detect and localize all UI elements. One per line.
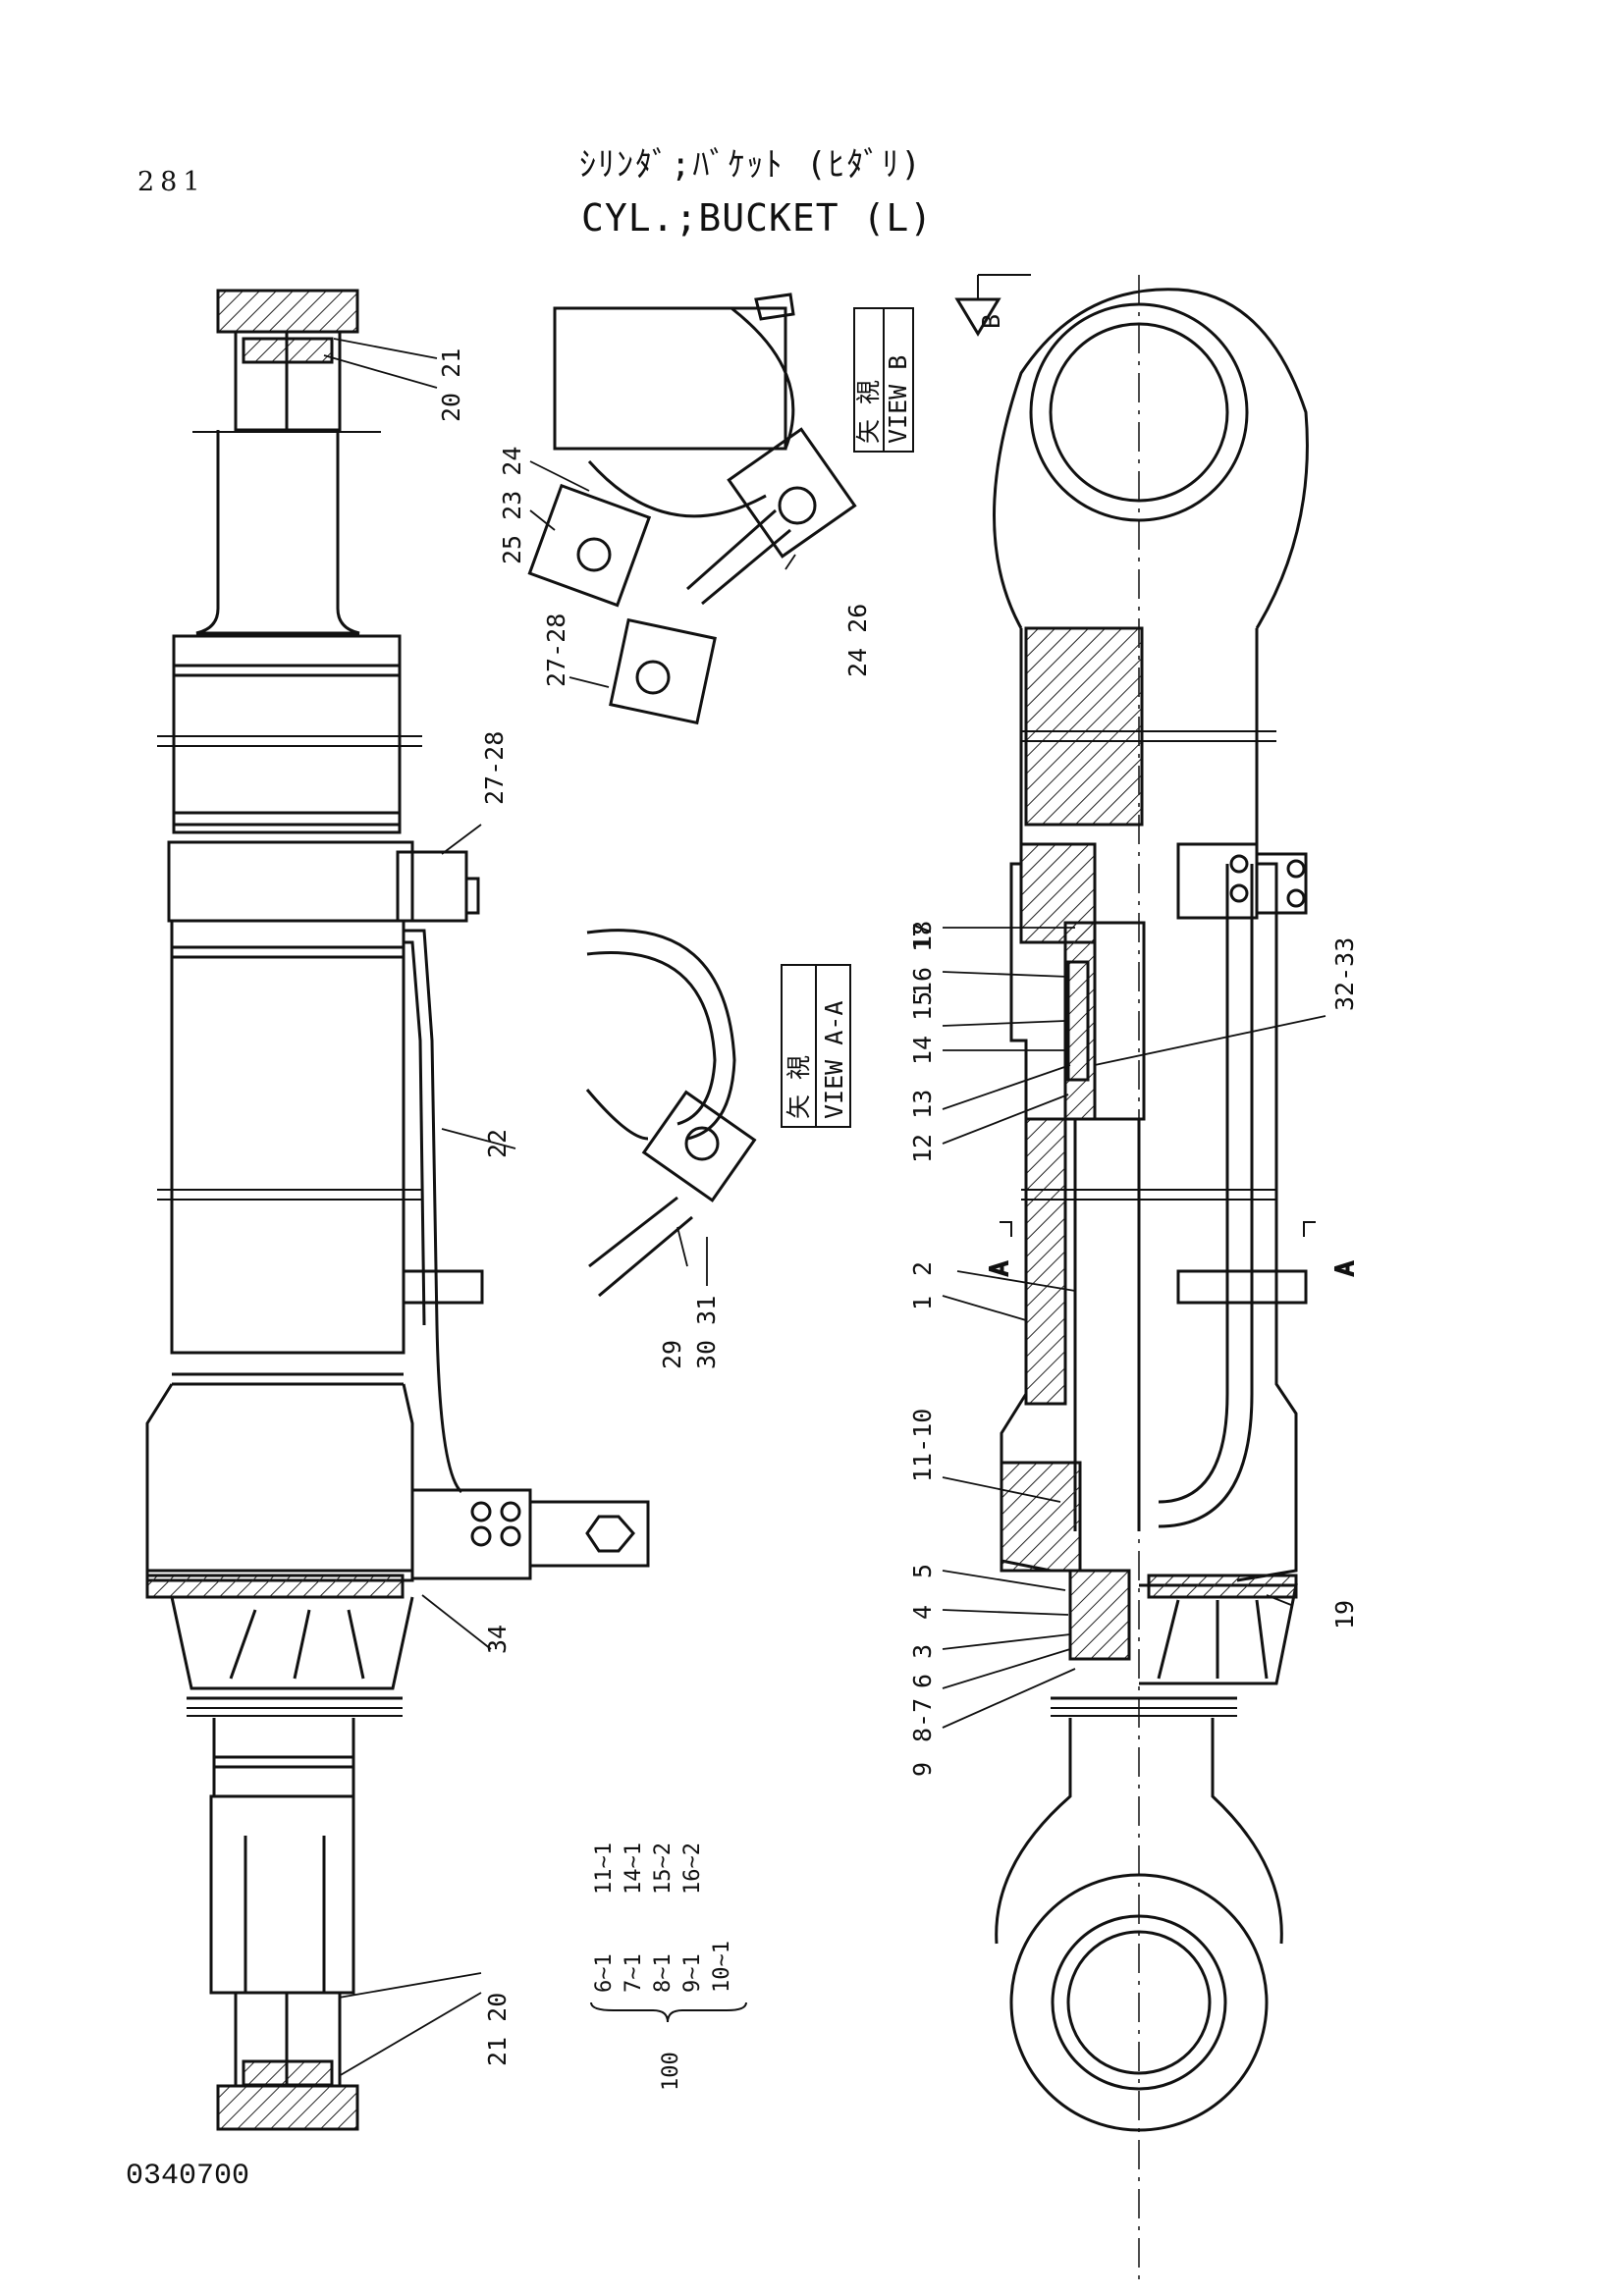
callout-21-20-bottom: 21 20 <box>483 1993 512 2066</box>
view-b-jp: 矢 視 <box>854 380 883 444</box>
callout-9: 9 <box>908 1762 937 1777</box>
callout-22: 22 <box>483 1129 512 1158</box>
kit-group-b-item: 10~1 <box>710 1941 734 1993</box>
view-b-label-box: 矢 視 VIEW B <box>853 307 914 453</box>
callout-12-13: 12 13 <box>908 1090 937 1163</box>
view-aa-detail <box>585 929 757 1298</box>
kit-group-b-item: 6~1 <box>592 1953 617 1993</box>
callout-19: 19 <box>1330 1600 1359 1629</box>
left-cylinder-view <box>145 289 650 2131</box>
view-b-marker-letter: B <box>977 314 1005 329</box>
kit-group-b-item: 8~1 <box>651 1953 676 1993</box>
callout-30-31: 30 31 <box>692 1296 721 1369</box>
view-b-en: VIEW B <box>884 355 912 444</box>
kit-group-b-item: 9~1 <box>680 1953 705 1993</box>
view-aa-en: VIEW A-A <box>820 1001 848 1119</box>
section-letter-a-left: A <box>985 1261 1013 1276</box>
page-number: 281 <box>137 167 206 197</box>
kit-group-a-item: 11~1 <box>592 1842 617 1895</box>
drawing-number: 0340700 <box>126 2160 250 2193</box>
callout-34: 34 <box>483 1625 512 1654</box>
section-letter-a-right: A <box>1330 1261 1359 1276</box>
seal-kit-note: 11~1 14~1 15~2 16~2 6~1 7~1 8~1 9~1 10~1… <box>590 1842 747 2091</box>
callout-6-3: 6 3 <box>908 1644 937 1688</box>
kit-number: 100 <box>659 2052 683 2091</box>
callout-8-7: 8-7 <box>908 1698 937 1742</box>
callout-32-33: 32-33 <box>1330 937 1359 1011</box>
view-aa-label-box: 矢 視 VIEW A-A <box>781 964 851 1128</box>
view-aa-jp: 矢 視 <box>784 1055 813 1119</box>
callout-2: 2 <box>908 1261 937 1276</box>
callout-4: 4 <box>908 1605 937 1620</box>
callout-labels: 20 21 25 23 24 27-28 24 26 27-28 22 29 3… <box>437 348 1359 2066</box>
kit-group-b-item: 7~1 <box>622 1953 646 1993</box>
kit-brace <box>590 2002 747 2023</box>
kit-group-a-item: 14~1 <box>622 1842 646 1895</box>
leader-lines <box>323 338 1326 2077</box>
kit-group-a-item: 16~2 <box>680 1842 705 1895</box>
callout-29: 29 <box>658 1340 686 1369</box>
section-marker-right: A <box>1303 1221 1360 1277</box>
callout-27-28-upper: 27-28 <box>542 614 570 687</box>
callout-1: 1 <box>908 1296 937 1310</box>
callout-16-17: 16 17 <box>908 923 937 996</box>
kit-group-a-item: 15~2 <box>651 1842 676 1895</box>
callout-18: 18 <box>908 921 937 950</box>
view-b-detail <box>527 293 857 725</box>
callout-14-15: 14 15 <box>908 991 937 1065</box>
callout-27-28-left: 27-28 <box>480 731 509 805</box>
right-section-view <box>954 274 1309 2287</box>
callout-20-21-top: 20 21 <box>437 348 465 422</box>
callout-24-26: 24 26 <box>843 604 872 677</box>
callout-11-10: 11-10 <box>908 1409 937 1482</box>
title-english: CYL.;BUCKET (L) <box>581 196 934 240</box>
callout-25-23-24: 25 23 24 <box>498 447 526 564</box>
section-marker-left: A <box>984 1221 1014 1277</box>
callout-5: 5 <box>908 1564 937 1578</box>
title-japanese: ｼﾘﾝﾀﾞ;ﾊﾞｹｯﾄ (ﾋﾀﾞﾘ) <box>579 145 923 185</box>
